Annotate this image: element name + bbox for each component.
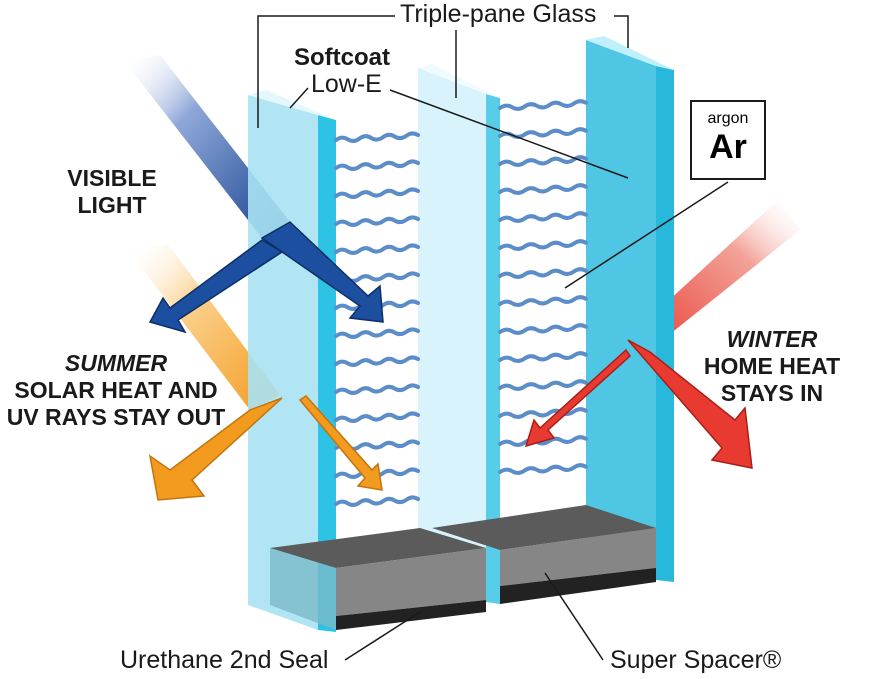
argon-wave [334,187,420,199]
argon-name-label: argon [707,110,749,127]
argon-wave [334,383,420,395]
winter-line1: HOME HEAT [703,353,841,379]
argon-wave [498,463,588,475]
glass-pane-right [586,36,674,582]
triple-pane-glass-label: Triple-pane Glass [400,0,597,28]
visible-light-arrow-reflected [148,239,284,334]
visible-light-line2: LIGHT [77,192,147,218]
argon-wave [498,267,588,279]
argon-wave [334,131,420,143]
super-spacer-left [270,528,486,630]
summer-arrow-incoming [128,244,280,410]
argon-wave [498,379,588,391]
argon-wave [334,215,420,227]
winter-title: WINTER [726,326,818,352]
winter-arrow-reflected [627,339,753,469]
summer-line2: UV RAYS STAY OUT [6,404,226,430]
winter-arrow-inner [524,348,631,448]
summer-line1: SOLAR HEAT AND [14,377,218,403]
argon-symbol-label: Ar [709,128,747,166]
argon-wave [498,99,588,111]
summer-arrow-reflected [148,397,283,501]
super-spacer-label: Super Spacer® [610,646,782,674]
argon-wave [334,495,420,507]
argon-wave [498,435,588,447]
visible-light-arrow-transmitted [260,221,384,323]
argon-wave [498,407,588,419]
winter-label: WINTER HOME HEAT STAYS IN [692,326,852,407]
argon-box: argon Ar [690,100,766,180]
glass-pane-left [248,90,336,632]
softcoat-label: Softcoat [294,44,390,71]
visible-light-label: VISIBLE LIGHT [50,165,174,219]
argon-wave [334,159,420,171]
summer-label: SUMMER SOLAR HEAT AND UV RAYS STAY OUT [0,350,232,431]
argon-wave [498,183,588,195]
super-spacer-right [432,505,656,604]
glass-pane-middle [418,64,500,604]
urethane-seal-label: Urethane 2nd Seal [120,646,329,674]
argon-wave [498,155,588,167]
low-e-label: Low-E [311,70,382,98]
argon-wave [498,295,588,307]
summer-title: SUMMER [64,350,168,376]
argon-wave [334,411,420,423]
argon-wave [498,323,588,335]
winter-line2: STAYS IN [720,380,824,406]
argon-wave [498,351,588,363]
summer-arrow-transmitted [298,395,383,491]
argon-wave [334,327,420,339]
argon-wave [498,211,588,223]
visible-light-line1: VISIBLE [67,165,157,191]
argon-wave [334,243,420,255]
callout-lines [257,15,729,661]
argon-wave [498,239,588,251]
argon-wave [334,355,420,367]
argon-gas-waves [334,99,588,507]
